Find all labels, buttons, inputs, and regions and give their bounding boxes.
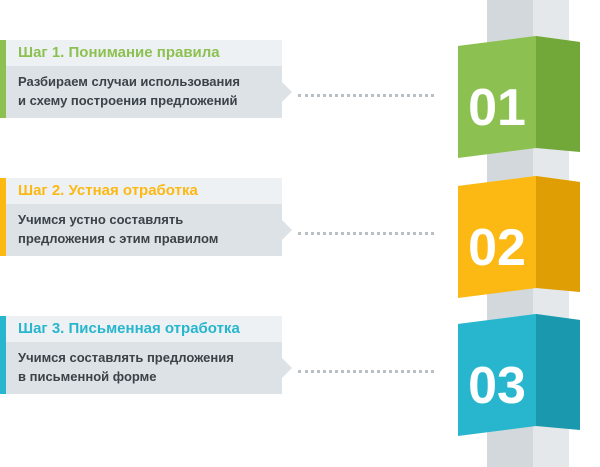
cube-03-number: 03 <box>468 357 526 415</box>
step-3-title: Шаг 3. Письменная отработка <box>6 316 282 342</box>
step-2-desc-line1: Учимся устно составлять <box>18 212 184 227</box>
pillar-gap-1 <box>487 158 533 180</box>
step-3: Шаг 3. Письменная отработка Учимся соста… <box>0 316 292 394</box>
step-1-title: Шаг 1. Понимание правила <box>6 40 282 66</box>
step-2: Шаг 2. Устная отработка Учимся устно сос… <box>0 178 292 256</box>
cube-02-side <box>536 176 580 292</box>
cube-03-side <box>536 314 580 430</box>
step-2-desc-line2: предложения с этим правилом <box>18 231 219 246</box>
cube-01: 01 <box>458 36 580 158</box>
step-1: Шаг 1. Понимание правила Разбираем случа… <box>0 40 292 118</box>
cube-02-number: 02 <box>468 219 526 277</box>
cube-01-side <box>536 36 580 152</box>
cube-03-front <box>458 314 536 436</box>
step-3-desc-line2: в письменной форме <box>18 369 157 384</box>
step-2-accent <box>0 178 6 256</box>
step-1-desc-line1: Разбираем случаи использования <box>18 74 240 89</box>
step-1-description: Разбираем случаи использования и схему п… <box>6 66 292 118</box>
step-2-title: Шаг 2. Устная отработка <box>6 178 282 204</box>
step-3-accent <box>0 316 6 394</box>
connector-1 <box>298 94 434 97</box>
cube-02: 02 <box>458 176 580 298</box>
step-3-desc-line1: Учимся составлять предложения <box>18 350 234 365</box>
step-1-desc-line2: и схему построения предложений <box>18 93 238 108</box>
connector-3 <box>298 370 434 373</box>
cube-02-front <box>458 176 536 298</box>
step-3-description: Учимся составлять предложения в письменн… <box>6 342 292 394</box>
step-2-description: Учимся устно составлять предложения с эт… <box>6 204 292 256</box>
cube-01-number: 01 <box>468 79 526 137</box>
step-1-accent <box>0 40 6 118</box>
connector-2 <box>298 232 434 235</box>
cube-03: 03 <box>458 314 580 436</box>
cube-01-front <box>458 36 536 158</box>
